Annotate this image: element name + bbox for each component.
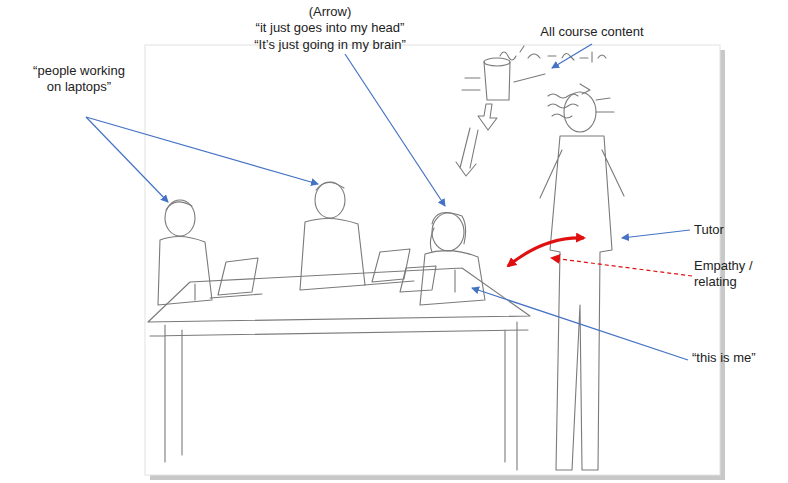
table-sketch: [148, 268, 530, 470]
quote-label: “people working on laptops”: [33, 63, 125, 95]
leader-arrow: [86, 117, 168, 202]
leader-arrow: [345, 54, 445, 206]
hollow-arrow: [478, 104, 497, 130]
note-heading: (Arrow): [240, 4, 420, 20]
quote-label: “this is me”: [692, 350, 784, 366]
content-container: [484, 58, 510, 66]
laptop-sketch: [210, 258, 262, 298]
person-head: [432, 213, 464, 251]
person-body: [158, 202, 212, 305]
formula-scribble: [500, 46, 606, 62]
annotation-label: Tutor: [694, 222, 764, 238]
empathy-double-arrow: [508, 238, 584, 266]
content-scribble: [548, 84, 614, 118]
person-body: [300, 182, 365, 290]
quote-label: “It’s just going in my brain”: [210, 37, 450, 53]
tutor-head: [564, 92, 596, 132]
input-strokes: [462, 74, 545, 90]
person-head: [315, 182, 345, 218]
tutor-body: [540, 136, 624, 470]
laptop-sketch: [364, 249, 414, 285]
leader-arrow: [472, 288, 688, 360]
sketch-frame: [145, 45, 720, 475]
leader-arrow: [622, 230, 690, 238]
content-container: [484, 62, 510, 100]
leader-arrow: [552, 44, 592, 68]
hollow-arrow: [456, 128, 478, 176]
laptop-sketch: [400, 266, 436, 292]
quote-label: “it just goes into my head”: [215, 20, 445, 36]
annotation-label: Empathy / relating: [694, 258, 774, 290]
person-body: [420, 212, 485, 305]
dashed-leader: [552, 258, 692, 276]
leader-arrow: [86, 117, 318, 184]
annotation-label: All course content: [522, 24, 662, 40]
